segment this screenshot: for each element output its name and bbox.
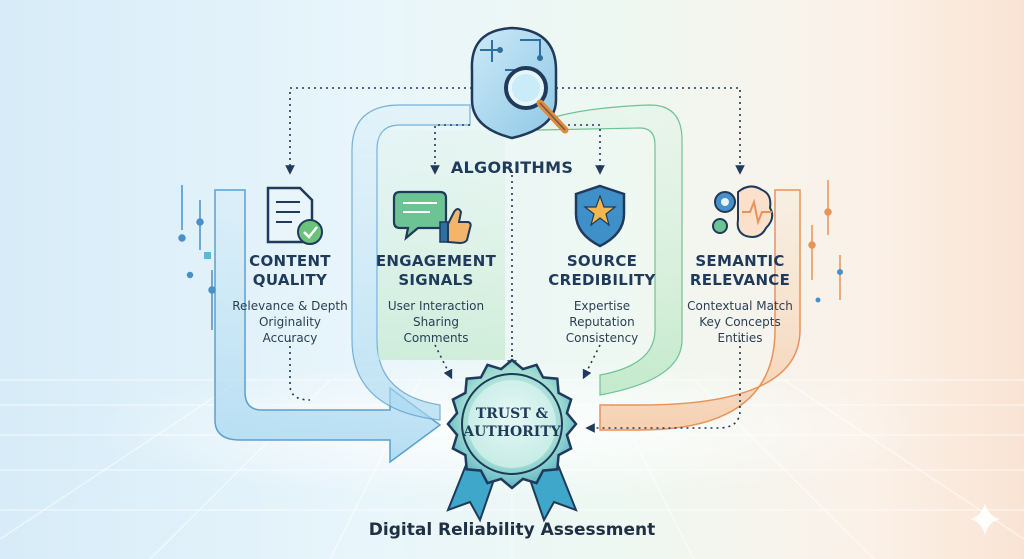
dotted-connectors bbox=[285, 87, 745, 433]
content-quality-point: Originality bbox=[258, 315, 322, 329]
engagement-title-line2: SIGNALS bbox=[398, 271, 474, 289]
badge-line1: TRUST & bbox=[475, 406, 549, 422]
flow-band-left-inner bbox=[351, 104, 471, 421]
engagement-point: Comments bbox=[403, 331, 469, 345]
rosette-ribbon-icon bbox=[446, 358, 578, 523]
flow-band-engagement bbox=[378, 130, 505, 360]
engagement-title-line1: ENGAGEMENT bbox=[375, 252, 497, 270]
right-circuit-decoration bbox=[808, 180, 843, 303]
trust-authority-badge: TRUST & AUTHORITY bbox=[452, 405, 572, 441]
document-check-icon bbox=[266, 186, 323, 245]
footer-caption: Digital Reliability Assessment bbox=[368, 520, 656, 540]
content-quality-title-line2: QUALITY bbox=[252, 271, 328, 289]
content-quality-point: Accuracy bbox=[262, 331, 318, 345]
engagement-point: Sharing bbox=[412, 315, 460, 329]
left-circuit-decoration bbox=[178, 185, 216, 330]
column-engagement-signals: ENGAGEMENT SIGNALS User Interaction Shar… bbox=[368, 252, 504, 346]
content-quality-title-line1: CONTENT bbox=[249, 252, 331, 270]
badge-line2: AUTHORITY bbox=[463, 424, 561, 440]
semantic-point: Entities bbox=[717, 331, 763, 345]
column-content-quality: CONTENT QUALITY Relevance & Depth Origin… bbox=[222, 252, 358, 346]
semantic-point: Key Concepts bbox=[699, 315, 781, 329]
credibility-point: Reputation bbox=[569, 315, 635, 329]
algorithms-label: ALGORITHMS bbox=[450, 158, 574, 177]
brain-gears-icon bbox=[712, 185, 774, 238]
semantic-point: Contextual Match bbox=[687, 299, 793, 313]
credibility-title-line2: CREDIBILITY bbox=[548, 271, 656, 289]
credibility-point: Expertise bbox=[573, 299, 631, 313]
engagement-points: User Interaction Sharing Comments bbox=[368, 298, 504, 346]
semantic-points: Contextual Match Key Concepts Entities bbox=[672, 298, 808, 346]
semantic-title-line1: SEMANTIC bbox=[695, 252, 785, 270]
sparkle-icon bbox=[970, 503, 1000, 535]
flow-band-semantic bbox=[599, 189, 801, 431]
ai-head-magnifier-icon bbox=[470, 26, 569, 140]
column-semantic-relevance: SEMANTIC RELEVANCE Contextual Match Key … bbox=[672, 252, 808, 346]
column-source-credibility: SOURCE CREDIBILITY Expertise Reputation … bbox=[534, 252, 670, 346]
credibility-point: Consistency bbox=[565, 331, 639, 345]
engagement-point: User Interaction bbox=[387, 299, 485, 313]
semantic-title-line2: RELEVANCE bbox=[689, 271, 791, 289]
shield-star-icon bbox=[574, 184, 626, 248]
credibility-points: Expertise Reputation Consistency bbox=[534, 298, 670, 346]
credibility-title-line1: SOURCE bbox=[566, 252, 638, 270]
content-quality-points: Relevance & Depth Originality Accuracy bbox=[222, 298, 358, 346]
chat-thumbs-up-icon bbox=[392, 190, 472, 245]
content-quality-point: Relevance & Depth bbox=[232, 299, 348, 313]
flow-band-credibility bbox=[519, 104, 683, 396]
